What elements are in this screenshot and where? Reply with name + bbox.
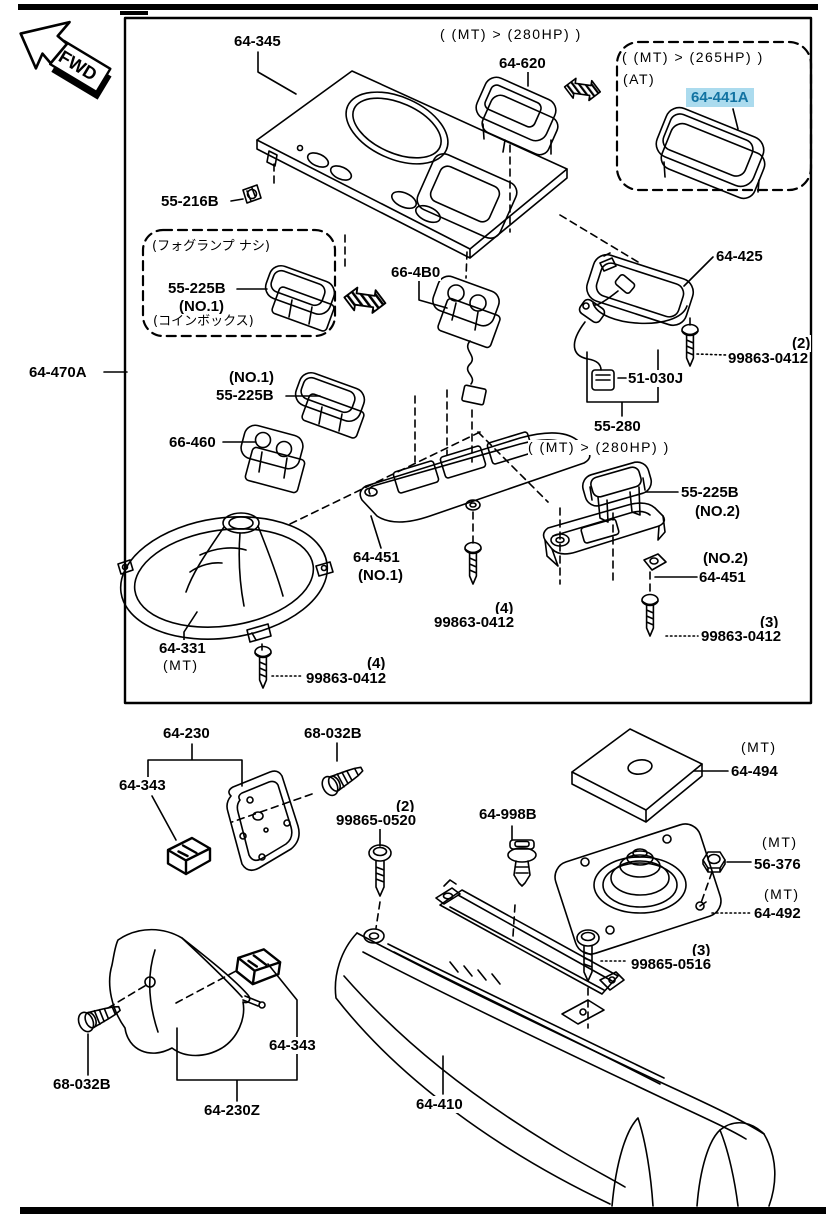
- part-label-64-343-a: 64-343: [118, 777, 167, 795]
- part-64-331-drawing: [117, 512, 334, 643]
- part-label-64-451-no1: 64-451: [352, 549, 401, 567]
- leader-lines-upper: [103, 51, 727, 677]
- fwd-arrow-icon: FWD: [19, 20, 112, 100]
- part-66-460-drawing: [240, 424, 306, 494]
- part-label-64-425: 64-425: [715, 248, 764, 266]
- bolt-68-032B-b: [74, 998, 124, 1035]
- part-64-620-drawing: [475, 76, 559, 156]
- part-label-66-4B0: 66-4B0: [390, 264, 442, 282]
- part-55-225B-fog-drawing: [264, 264, 336, 332]
- part-label-64-492: 64-492: [753, 905, 802, 923]
- tag-mt-376: (MT): [762, 834, 798, 851]
- fog-option-box: [141, 228, 337, 338]
- scan-border-bars: [18, 4, 826, 1214]
- bracket-lines-64-230Z: [87, 963, 298, 1102]
- part-label-55-225B-fog: 55-225B: [167, 280, 227, 298]
- part-label-99865-0520: 99865-0520: [335, 812, 418, 830]
- tag-mt-331: (MT): [163, 657, 199, 674]
- part-label-99863-0412-c: 99863-0412: [700, 628, 783, 646]
- part-label-99863-0412-d: 99863-0412: [305, 670, 388, 688]
- part-64-451-no2-drawing: [542, 502, 667, 571]
- screw-99863-0412-c: [641, 593, 659, 637]
- spec-label-at: (AT): [623, 71, 656, 88]
- part-label-56-376: 56-376: [753, 856, 802, 874]
- screw-99863-0412-d: [254, 645, 272, 689]
- part-label-99863-0412-b: 99863-0412: [433, 614, 516, 632]
- swap-arrow-icon-fog: [341, 285, 388, 316]
- part-label-64-345: 64-345: [233, 33, 282, 51]
- bracket-lines-64-230: [147, 742, 338, 841]
- alt-part-box: [615, 40, 813, 200]
- part-64-492-drawing: [554, 823, 722, 955]
- part-64-494-drawing: [571, 728, 703, 823]
- tag-no1-fog: (NO.1): [178, 298, 225, 316]
- tag-mt-494: (MT): [741, 739, 777, 756]
- fog-option-title: (フォグランプ ナシ): [152, 239, 270, 255]
- part-64-345-drawing: [256, 70, 568, 259]
- qty-label-2-upper: (2): [791, 335, 812, 353]
- clip-64-343-b: [233, 944, 283, 989]
- part-55-225B-no2-drawing: [581, 461, 653, 523]
- part-55-225B-no1-drawing: [294, 371, 366, 439]
- part-64-230-drawing: [226, 770, 300, 872]
- part-label-68-032B-b: 68-032B: [52, 1076, 112, 1094]
- spec-label-280hp-mid: ( (MT) > (280HP) ): [528, 439, 670, 456]
- qty-label-3-upper: (3): [759, 614, 780, 632]
- leader-64-441A: [732, 108, 739, 130]
- part-label-68-032B-a: 68-032B: [303, 725, 363, 743]
- qty-label-4-a: (4): [494, 600, 515, 618]
- part-label-64-230Z: 64-230Z: [203, 1102, 261, 1120]
- tag-no1-a: (NO.1): [228, 369, 275, 387]
- tag-no2-b: (NO.2): [702, 550, 749, 568]
- part-label-51-030J: 51-030J: [627, 370, 685, 388]
- part-label-64-998B: 64-998B: [478, 806, 538, 824]
- qty-label-4-b: (4): [366, 655, 387, 673]
- tag-no2-a: (NO.2): [694, 503, 741, 521]
- part-64-230Z-drawing: [108, 928, 266, 1057]
- bolt-68-032B-a: [318, 759, 368, 799]
- screw-99865-0520: [368, 844, 392, 897]
- part-64-425-drawing: [585, 252, 695, 327]
- pin-64-998B: [507, 839, 537, 887]
- leader-lines-lower: [379, 770, 752, 1095]
- tag-no1-b: (NO.1): [357, 567, 404, 585]
- part-64-410-drawing: [334, 928, 776, 1207]
- part-51-030J-drawing: [573, 274, 636, 391]
- part-label-64-470A: 64-470A: [28, 364, 88, 382]
- part-label-64-620: 64-620: [498, 55, 547, 73]
- part-label-55-216B: 55-216B: [160, 193, 220, 211]
- part-label-64-451-no2: 64-451: [698, 569, 747, 587]
- tag-mt-492: (MT): [764, 886, 800, 903]
- swap-arrow-icon-top: [562, 76, 603, 103]
- part-label-64-343-b: 64-343: [268, 1037, 317, 1055]
- part-label-66-460: 66-460: [168, 434, 217, 452]
- part-label-64-494: 64-494: [730, 763, 779, 781]
- screw-99863-0412-a: [681, 323, 699, 367]
- part-label-99863-0412-a: 99863-0412: [727, 350, 810, 368]
- part-label-99865-0516: 99865-0516: [630, 956, 713, 974]
- part-66-4B0-drawing: [432, 275, 501, 406]
- part-label-55-225B-no2: 55-225B: [680, 484, 740, 502]
- qty-label-3-lower: (3): [691, 942, 712, 960]
- part-label-55-225B-no1: 55-225B: [215, 387, 275, 405]
- part-label-64-441A-highlighted[interactable]: 64-441A: [686, 88, 754, 108]
- fog-option-subtitle: (コインボックス): [153, 314, 254, 330]
- part-label-64-331: 64-331: [158, 640, 207, 658]
- part-55-216B-drawing: [242, 184, 262, 204]
- part-label-64-230: 64-230: [162, 725, 211, 743]
- assembly-dashed-lines-lower: [107, 793, 713, 1029]
- spec-label-265hp: ( (MT) > (265HP) ): [622, 49, 764, 66]
- part-64-441A-drawing: [655, 106, 766, 200]
- assembly-dashed-lines-upper: [261, 144, 691, 651]
- part-label-55-280: 55-280: [593, 418, 642, 436]
- clip-64-343-a: [166, 836, 212, 876]
- part-label-64-410: 64-410: [415, 1096, 464, 1114]
- qty-label-2-lower: (2): [395, 798, 416, 816]
- spec-label-280hp-top: ( (MT) > (280HP) ): [440, 26, 582, 43]
- screw-99863-0412-b: [464, 541, 482, 585]
- upper-assembly-box: [123, 16, 813, 705]
- rail-bracket-drawing: [435, 879, 625, 995]
